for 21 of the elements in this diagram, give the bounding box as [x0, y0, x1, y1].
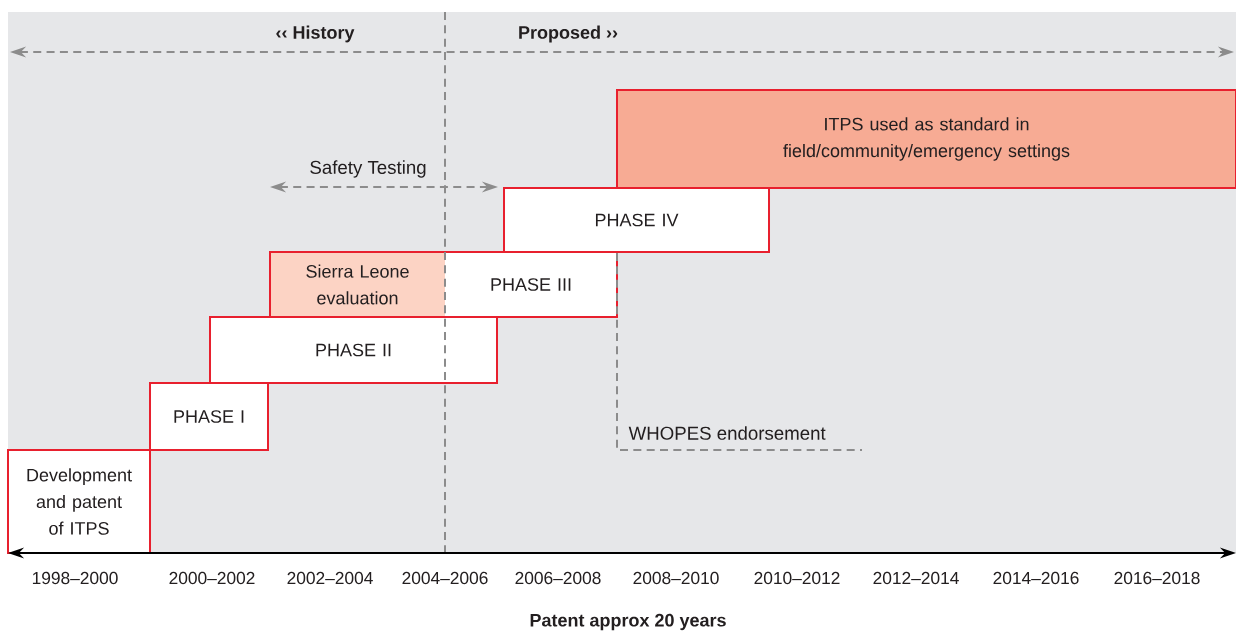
year-label: 1998–2000	[32, 571, 118, 585]
section-heading: ‹‹ History	[276, 25, 355, 43]
year-label: 2012–2014	[873, 571, 959, 585]
milestone-label: WHOPES endorsement	[628, 426, 826, 440]
year-label: 2000–2002	[169, 571, 255, 585]
year-label: 2010–2012	[754, 571, 840, 585]
year-label: 2004–2006	[402, 571, 488, 585]
phase-box: PHASE IV	[503, 187, 770, 253]
year-label: 2002–2004	[287, 571, 373, 585]
phase-box: PHASE I	[149, 382, 269, 451]
axis-title: Patent approx 20 years	[530, 613, 726, 631]
section-heading: Proposed ››	[519, 25, 618, 43]
phase-box: Sierra Leone evaluation	[269, 251, 446, 318]
year-label: 2006–2008	[515, 571, 601, 585]
arrow-label: Safety Testing	[310, 160, 426, 178]
year-label: 2008–2010	[633, 571, 719, 585]
phase-box: ITPS used as standard in field/community/emergency settings	[616, 89, 1236, 189]
phase-box: PHASE III	[444, 251, 618, 318]
phase-box: Development and patent of ITPS	[7, 449, 151, 554]
year-label: 2016–2018	[1114, 571, 1200, 585]
year-label: 2014–2016	[993, 571, 1079, 585]
